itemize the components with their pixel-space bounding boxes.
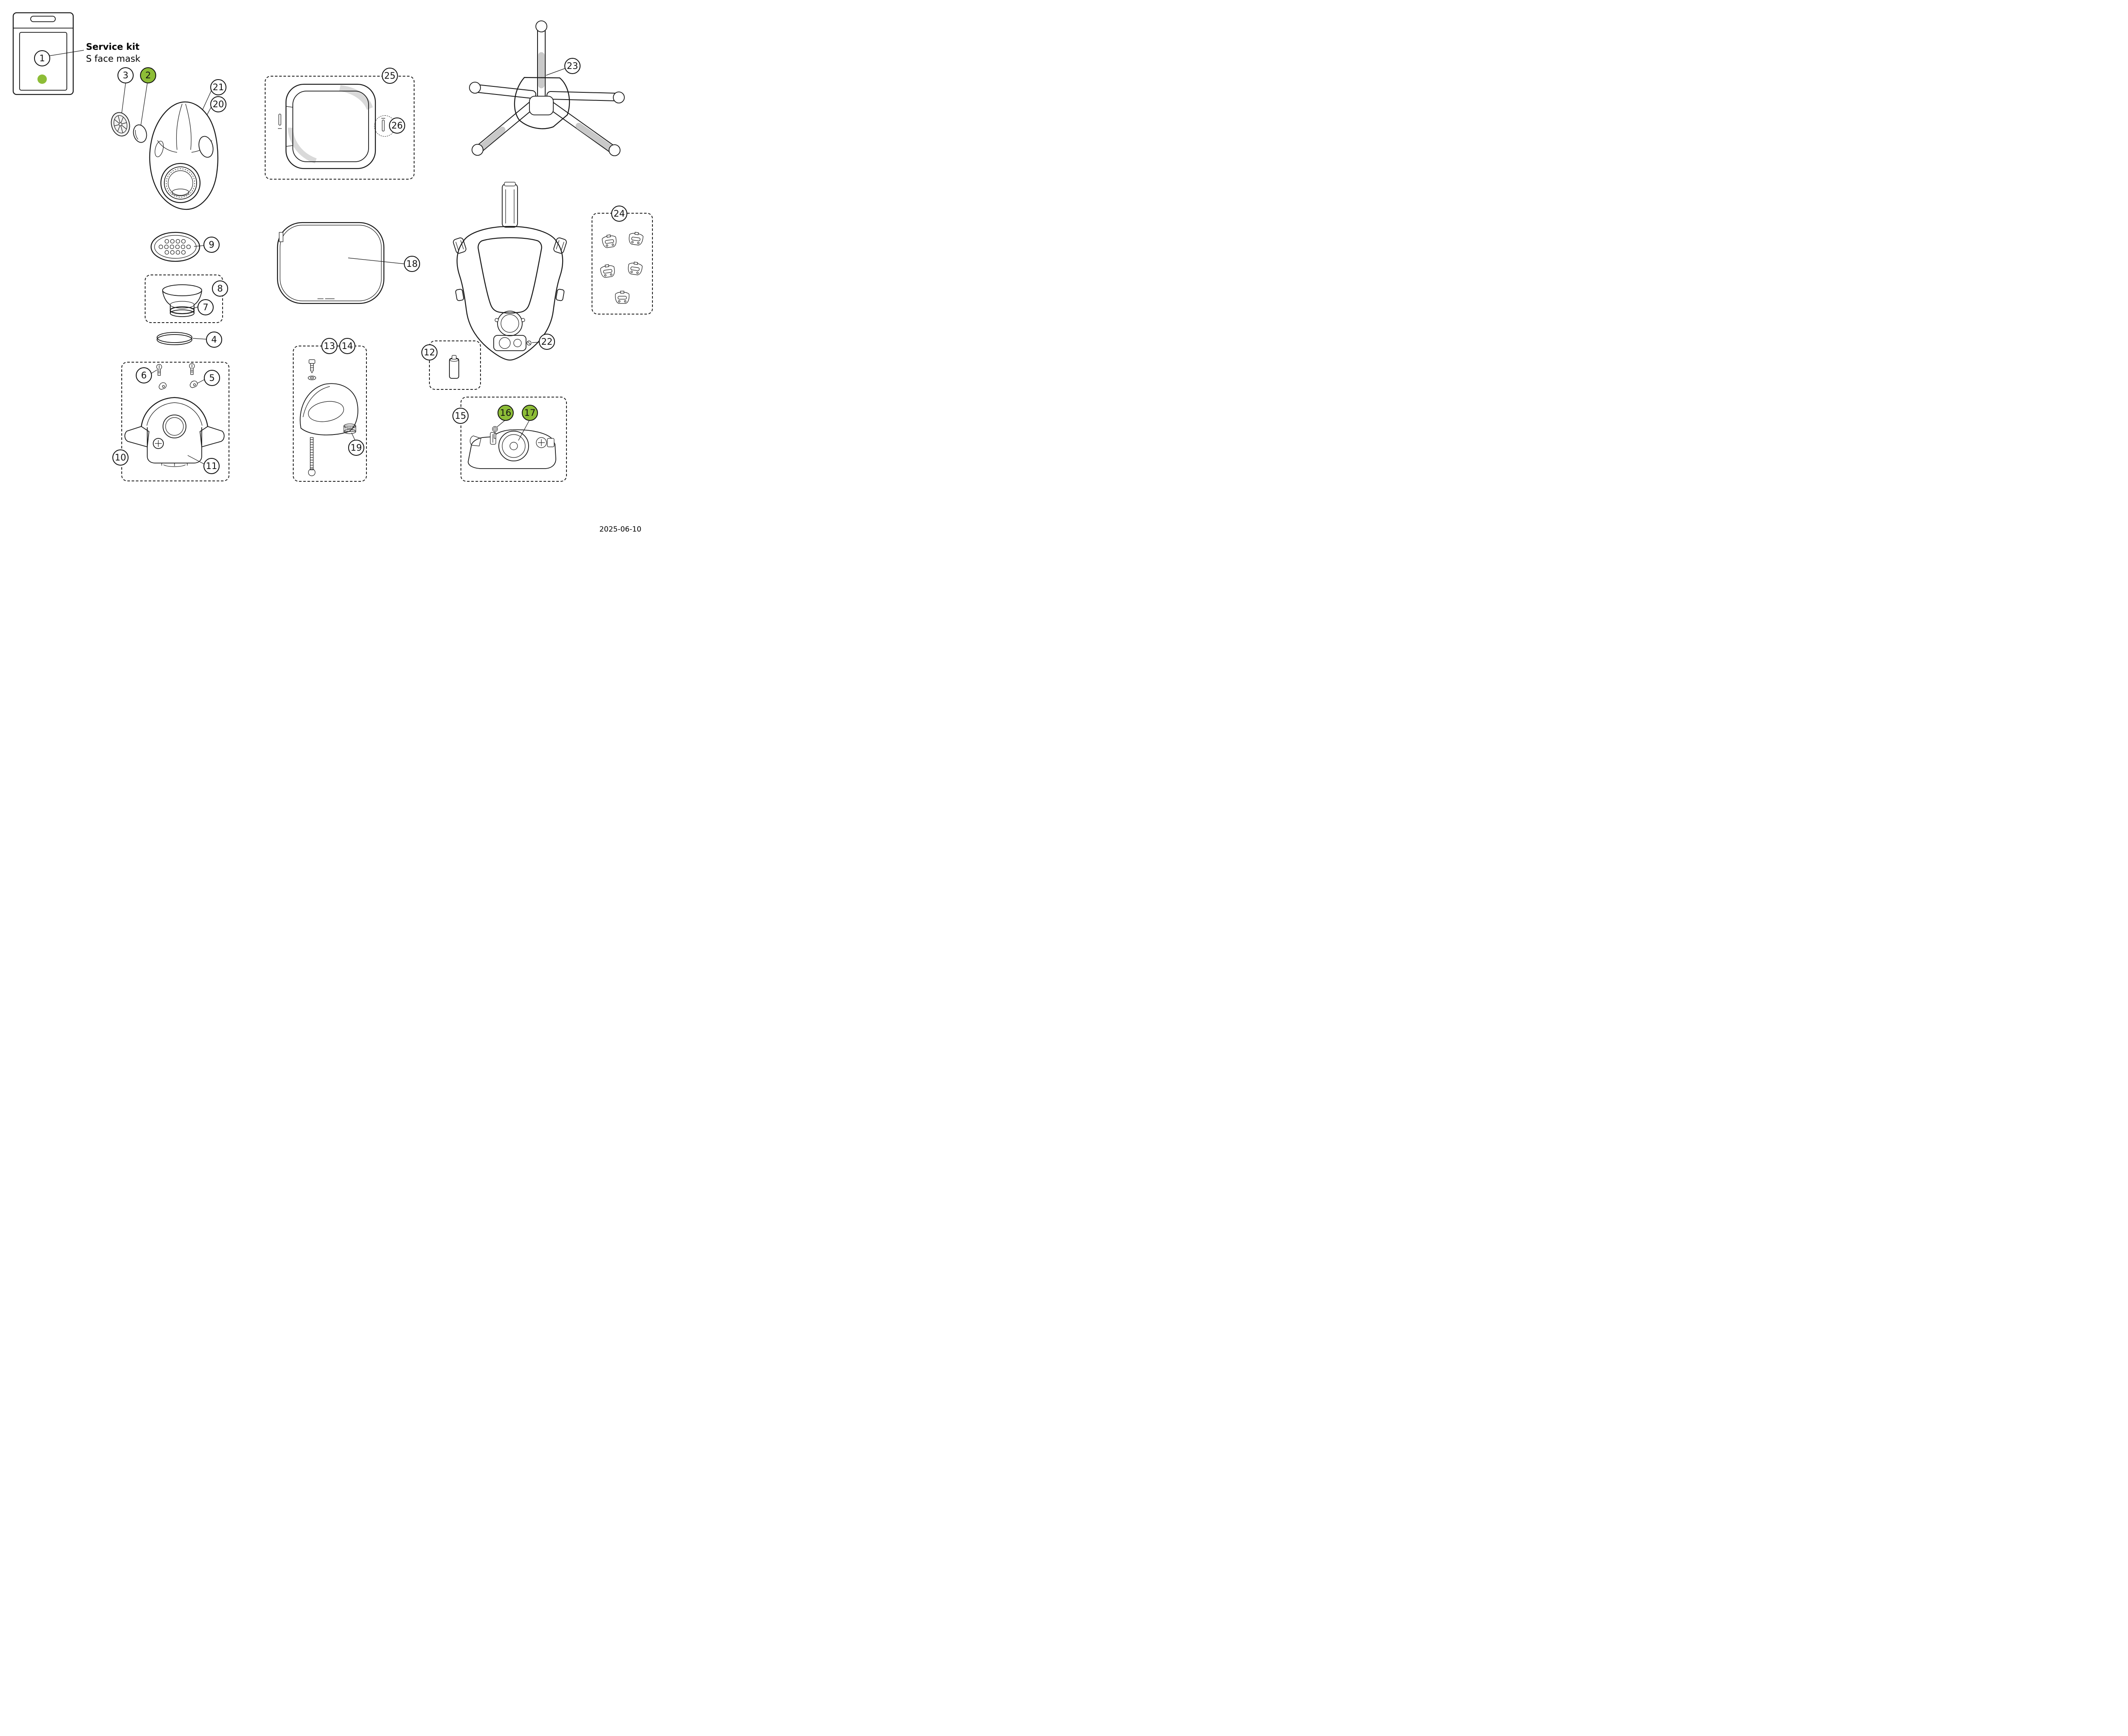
- callout-7: 7: [197, 299, 214, 315]
- callout-8: 8: [212, 280, 228, 297]
- cover-illustration: [300, 383, 358, 435]
- callout-14: 14: [339, 338, 355, 354]
- service-kit-title: Service kit: [86, 42, 140, 52]
- callout-4: 4: [206, 332, 222, 348]
- callout-11: 11: [203, 458, 220, 474]
- gasket-disc-illustration: [157, 332, 192, 345]
- cylinder-part-illustration: [449, 355, 459, 379]
- inhalation-membrane-illustration: [111, 112, 130, 137]
- service-kit-subtitle: S face mask: [86, 54, 140, 64]
- callout-18: 18: [404, 256, 420, 272]
- callout-17: 17: [522, 405, 538, 421]
- callout-3: 3: [117, 67, 134, 83]
- frame-pin-left: [278, 114, 281, 126]
- callout-6: 6: [136, 367, 152, 383]
- callout-23: 23: [564, 58, 581, 74]
- frame-pin-detail: [382, 120, 385, 132]
- visor-lens-illustration: [277, 222, 385, 304]
- speech-diaphragm-illustration: [150, 232, 200, 262]
- callout-12: 12: [421, 344, 438, 360]
- cover-screw-illustration: [308, 359, 316, 380]
- date-label: 2025-06-10: [599, 525, 641, 534]
- full-face-mask-illustration: [453, 182, 567, 361]
- callout-20: 20: [210, 96, 226, 112]
- callout-9: 9: [203, 237, 220, 253]
- callout-2: 2: [140, 67, 156, 83]
- long-bolt-illustration: [308, 437, 316, 476]
- front-housing-illustration: [124, 397, 225, 467]
- o-ring-illustration: [492, 426, 498, 439]
- clip-illustration: [159, 380, 198, 390]
- knob-illustration: [343, 423, 356, 434]
- head-harness-illustration: [469, 20, 625, 156]
- callout-16: 16: [498, 405, 514, 421]
- exhalation-valve-assembly-illustration: [468, 426, 556, 469]
- visor-frame-illustration: [278, 83, 385, 169]
- callout-19: 19: [348, 440, 364, 456]
- kit-highlight-dot: [37, 74, 47, 84]
- diagram-canvas: [12, 12, 644, 476]
- callout-13: 13: [321, 338, 338, 354]
- parts-diagram-page: Service kit S face mask 1 2 3 4 5 6 7 8 …: [0, 0, 665, 543]
- membrane-disc-illustration: [133, 124, 147, 143]
- callout-26: 26: [389, 117, 405, 134]
- service-kit-label: Service kit S face mask: [86, 42, 140, 64]
- callout-24: 24: [611, 206, 627, 222]
- callout-10: 10: [112, 449, 129, 466]
- inner-mask-illustration: [149, 101, 218, 210]
- valve-cap-illustration: [162, 284, 202, 317]
- callout-21: 21: [210, 79, 226, 95]
- callout-5: 5: [204, 370, 220, 386]
- buckle-clips-illustration: [600, 232, 644, 304]
- callout-25: 25: [382, 68, 398, 84]
- callout-15: 15: [452, 408, 469, 424]
- screw-illustration: [156, 363, 195, 376]
- callout-1: 1: [34, 50, 50, 66]
- callout-22: 22: [539, 334, 555, 350]
